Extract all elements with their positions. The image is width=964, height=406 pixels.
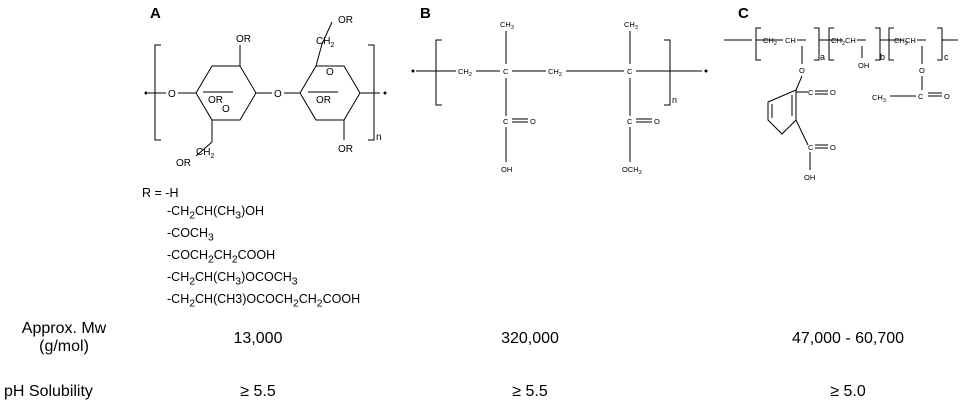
linkage-oxygen-left: O: [168, 89, 176, 100]
ring-oxygen-1: O: [222, 104, 230, 115]
repeat-index-b: n: [672, 95, 677, 105]
ph-row-label: pH Solubility: [4, 383, 93, 400]
acetyl-carbon-c: C: [918, 92, 924, 101]
acid-hydroxyl-c: OH: [804, 173, 815, 182]
panel-label-b: B: [420, 5, 431, 22]
ch2-group-a-top: CH2: [316, 36, 334, 49]
r-group-row: R = -H: [142, 186, 179, 200]
ch2-c-3: CH2: [894, 36, 908, 47]
or-substituent-2: OR: [208, 95, 223, 106]
structure-b: [411, 31, 708, 162]
repeat-index-c-c: c: [944, 52, 949, 62]
methyl-b-right: CH3: [624, 20, 638, 31]
ch2-b-left: CH2: [458, 67, 472, 78]
acid-oxygen-c: O: [830, 143, 836, 152]
acid-carbon-c: C: [808, 143, 814, 152]
panel-label-a: A: [150, 5, 161, 22]
carbonyl-oxygen-b-left: O: [530, 117, 536, 126]
repeat-index-c-b: b: [880, 52, 885, 62]
ph-value-a: ≥ 5.5: [240, 383, 276, 400]
mw-value-b: 320,000: [501, 330, 559, 347]
hydroxyl-c: OH: [858, 61, 869, 70]
ch-c-2: CH: [845, 36, 856, 45]
acetyl-oxygen-c: O: [944, 92, 950, 101]
ester-oxygen-c-2: O: [919, 66, 925, 75]
r-group-row: -CH2CH(CH3)OCOCH3: [167, 269, 298, 288]
ch2-group-a-bottom: CH2: [196, 147, 214, 160]
r-group-row: -COCH2CH2COOH: [167, 247, 276, 266]
methyl-b-left: CH3: [500, 20, 514, 31]
mw-value-c: 47,000 - 60,700: [791, 330, 905, 347]
quat-carbon-b-left: C: [503, 67, 509, 76]
carbonyl-oxygen-b-right: O: [654, 117, 660, 126]
carbonyl-carbon-b-left: C: [503, 117, 509, 126]
r-group-row: -CH2CH(CH3)OH: [167, 203, 265, 222]
or-substituent-4: OR: [338, 15, 353, 26]
ph-value-b: ≥ 5.5: [512, 383, 548, 400]
r-group-list: R = -H -CH2CH(CH3)OH -COCH3 -COCH2CH2COO…: [142, 185, 360, 313]
repeat-index-a: n: [376, 132, 382, 143]
repeat-index-c-a: a: [820, 52, 825, 62]
ch2-c-2: CH2: [831, 36, 845, 47]
quat-carbon-b-right: C: [627, 67, 633, 76]
ch-c-3: CH: [905, 36, 916, 45]
ring-oxygen-2: O: [326, 67, 334, 78]
hydroxyl-b: OH: [501, 165, 512, 174]
r-group-row: -COCH3: [167, 225, 214, 244]
ch-c-1: CH: [785, 36, 796, 45]
or-substituent-5: OR: [338, 144, 353, 155]
ester-oxygen-c-1: O: [799, 66, 805, 75]
structure-a: [144, 21, 387, 157]
ph-value-c: ≥ 5.0: [830, 383, 866, 400]
carbonyl-oxygen-c-1: O: [830, 88, 836, 97]
or-substituent-6: OR: [176, 158, 191, 169]
methoxy-b: OCH3: [622, 165, 642, 176]
glycosidic-oxygen: O: [274, 89, 282, 100]
panel-label-c: C: [738, 5, 749, 22]
structure-c: [724, 27, 958, 170]
or-substituent-1: OR: [236, 34, 251, 45]
ch2-b-right: CH2: [548, 67, 562, 78]
mw-value-a: 13,000: [233, 330, 283, 347]
acetyl-methyl-c: CH3: [872, 93, 886, 104]
r-group-row: -CH2CH(CH3)OCOCH2CH2COOH: [167, 291, 361, 310]
ch2-c-1: CH2: [763, 36, 777, 47]
or-substituent-3: OR: [316, 95, 331, 106]
mw-row-label: Approx. Mw (g/mol): [21, 320, 107, 355]
carbonyl-carbon-b-right: C: [627, 117, 633, 126]
carbonyl-carbon-c-1: C: [808, 88, 814, 97]
